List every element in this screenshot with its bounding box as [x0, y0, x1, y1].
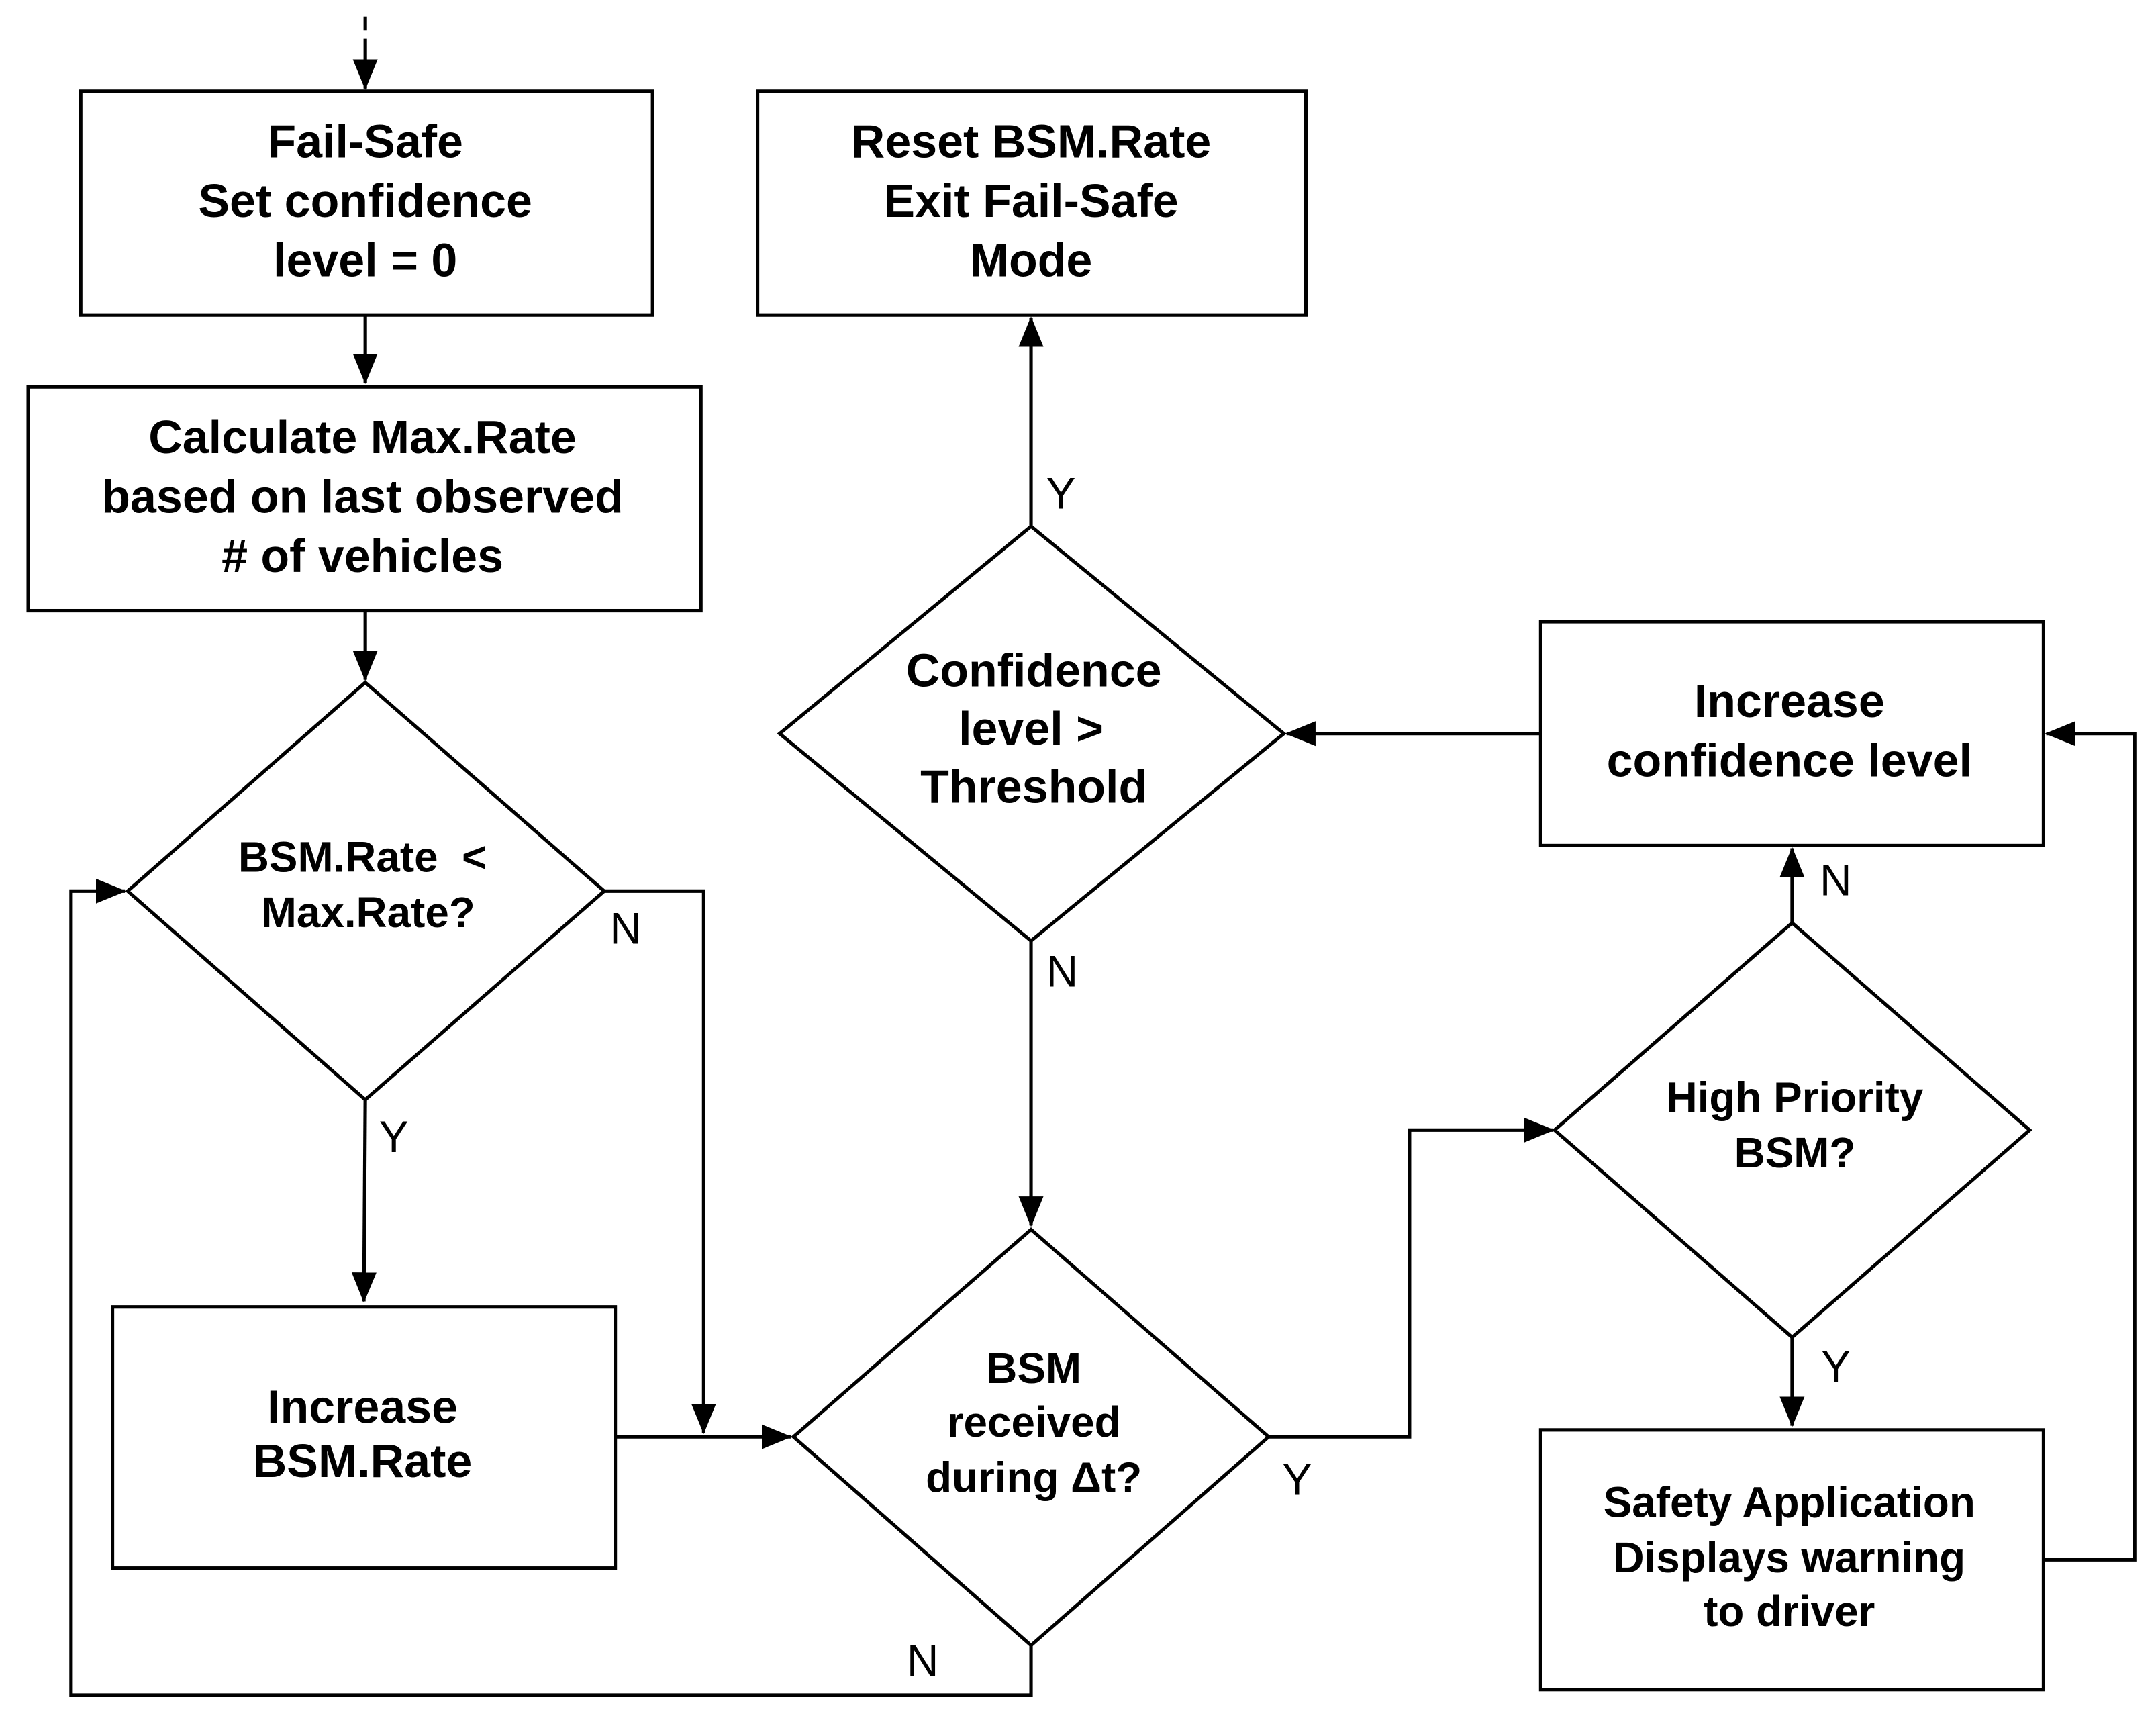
node-safety-app-line-1: Safety Application: [1604, 1478, 1975, 1526]
node-calc-max-line-3: # of vehicles: [222, 530, 503, 582]
node-bsm-received-line-3: during Δt?: [926, 1453, 1142, 1501]
node-calc-max-rate: Calculate Max.Rate based on last observe…: [26, 385, 703, 613]
edge-rate-check-no: [604, 889, 716, 1435]
node-safety-app-line-3: to driver: [1704, 1587, 1875, 1635]
node-conf-check-line-2: level >: [959, 702, 1104, 755]
node-rate-check: BSM.Rate < Max.Rate?: [125, 680, 607, 1102]
node-increase-conf-line-2: confidence level: [1607, 734, 1972, 787]
edge-bsm-received-no: [69, 878, 1033, 1697]
edge-label-high-priority-yes: Y: [1821, 1341, 1851, 1391]
edge-label-rate-check-no: N: [609, 903, 642, 953]
node-confidence-check: Confidence level > Threshold: [777, 524, 1287, 943]
node-failsafe-line-1: Fail-Safe: [267, 115, 463, 168]
edge-label-rate-check-yes: Y: [379, 1112, 409, 1161]
edge-label-conf-check-yes: Y: [1046, 468, 1076, 518]
edge-bsm-received-yes: [1268, 1117, 1555, 1439]
node-increase-rate-line-2: BSM.Rate: [253, 1435, 473, 1487]
edge-rate-check-yes: [351, 1100, 377, 1303]
node-safety-application: Safety Application Displays warning to d…: [1538, 1428, 2045, 1692]
node-increase-rate-line-1: Increase: [267, 1381, 458, 1433]
edge-label-bsm-received-yes: Y: [1283, 1455, 1312, 1504]
node-increase-conf-line-1: Increase: [1694, 675, 1885, 727]
node-bsm-received: BSM received during Δt?: [791, 1227, 1271, 1648]
node-high-priority: High Priority BSM?: [1552, 920, 2032, 1340]
edge-safety-app-to-increase-conf: [2043, 721, 2137, 1562]
node-reset-bsm-rate: Reset BSM.Rate Exit Fail-Safe Mode: [756, 89, 1308, 317]
node-high-priority-line-1: High Priority: [1667, 1073, 1924, 1122]
node-reset-line-2: Exit Fail-Safe: [883, 175, 1178, 227]
node-increase-confidence: Increase confidence level: [1538, 620, 2045, 847]
node-conf-check-line-1: Confidence: [906, 644, 1162, 697]
node-rate-check-line-1: BSM.Rate <: [238, 832, 487, 881]
edge-label-bsm-received-no: N: [907, 1635, 939, 1685]
node-failsafe: Fail-Safe Set confidence level = 0: [79, 89, 654, 317]
node-bsm-received-line-2: received: [947, 1398, 1121, 1446]
node-increase-bsm-rate: Increase BSM.Rate: [111, 1305, 618, 1570]
edge-label-conf-check-no: N: [1046, 946, 1079, 996]
node-reset-line-3: Mode: [970, 234, 1093, 287]
node-high-priority-line-2: BSM?: [1734, 1129, 1856, 1177]
node-bsm-received-line-1: BSM: [986, 1344, 1081, 1392]
node-safety-app-line-2: Displays warning: [1613, 1533, 1965, 1582]
node-failsafe-line-3: level = 0: [273, 234, 457, 287]
edge-label-high-priority-no: N: [1820, 855, 1852, 904]
node-calc-max-line-2: based on last observed: [101, 470, 624, 522]
node-conf-check-line-3: Threshold: [920, 761, 1147, 813]
node-failsafe-line-2: Set confidence: [198, 175, 532, 227]
node-reset-line-1: Reset BSM.Rate: [851, 115, 1211, 168]
node-calc-max-line-1: Calculate Max.Rate: [148, 411, 577, 463]
node-rate-check-line-2: Max.Rate?: [261, 888, 475, 937]
